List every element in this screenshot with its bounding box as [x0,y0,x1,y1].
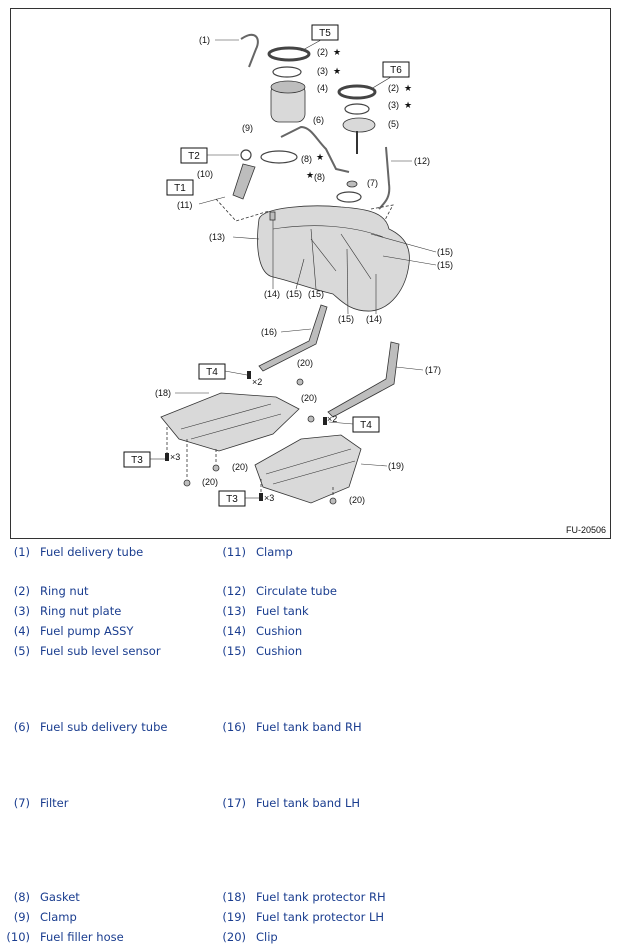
legend-item: (14)Cushion [222,624,303,638]
callout-15e: (15) [437,260,453,270]
torque-box-t4-left [198,363,226,380]
torque-label-t4-left: T4 [206,367,218,378]
callout-18: (18) [155,388,171,398]
callout-20a: (20) [297,358,313,368]
fuel-tank-protector-rh [160,392,300,452]
figure-id: FU-20506 [565,525,606,535]
callout-6: (6) [313,115,324,125]
callout-12: (12) [414,156,430,166]
star-3b: ★ [404,100,412,110]
fuel-tank-band-rh [258,304,328,372]
ring-nut-plate-t5 [272,66,302,78]
callout-1: (1) [199,35,210,45]
legend-item: (2)Ring nut [13,584,89,598]
callout-9: (9) [242,123,253,133]
legend-item: (8)Gasket [13,890,80,904]
legend-item: (7)Filter [13,796,69,810]
torque-box-t4-right [352,416,380,433]
legend-item: (20)Clip [222,930,278,944]
fuel-tank [257,205,410,312]
diagram-canvas: (1) T5 (2) ★ (3) ★ (4) T6 (2) ★ (3) ★ (5… [123,24,453,507]
callout-2a: (2) [317,47,328,57]
exploded-parts-diagram: (1) T5 (2) ★ (3) ★ (4) T6 (2) ★ (3) ★ (5… [10,8,611,539]
star-2a: ★ [333,47,341,57]
torque-box-t2 [180,147,208,164]
callout-15c: (15) [338,314,354,324]
legend-item: (9)Clamp [13,910,77,924]
star-8b: ★ [306,170,314,180]
torque-box-t5 [311,24,339,41]
torque-box-t6 [382,61,410,78]
torque-label-t5: T5 [319,28,331,39]
legend-item: (4)Fuel pump ASSY [13,624,134,638]
callout-5: (5) [388,119,399,129]
callout-15d: (15) [437,247,453,257]
legend-item: (17)Fuel tank band LH [222,796,361,810]
legend-item: (12)Circulate tube [222,584,337,598]
callout-3b: (3) [388,100,399,110]
callout-17: (17) [425,365,441,375]
callout-13: (13) [209,232,225,242]
torque-label-t3-left: T3 [131,455,143,466]
fuel-sub-level-sensor [342,117,376,133]
legend-item: (18)Fuel tank protector RH [222,890,386,904]
callout-20b: (20) [301,393,317,403]
callout-15b: (15) [308,289,324,299]
legend-item: (19)Fuel tank protector LH [222,910,385,924]
legend-item: (11)Clamp [222,545,293,559]
ring-nut-t6 [337,84,377,100]
callout-14a: (14) [264,289,280,299]
torque-label-t3-right: T3 [226,494,238,505]
qty-x3a: ×3 [170,452,180,462]
legend-item: (3)Ring nut plate [13,604,122,618]
callout-2b: (2) [388,83,399,93]
callout-14b: (14) [366,314,382,324]
legend-item: (5)Fuel sub level sensor [13,644,161,658]
torque-label-t1: T1 [174,183,186,194]
legend-item: (1)Fuel delivery tube [13,545,144,559]
torque-box-t3-right [218,490,246,507]
clamp-9 [240,149,252,161]
star-2b: ★ [404,83,412,93]
callout-20d: (20) [202,477,218,487]
ring-nut-t5 [267,46,311,62]
qty-x2a: ×2 [252,377,262,387]
gasket-b [336,191,362,203]
legend-item: (10)Fuel filler hose [6,930,124,944]
callout-20c: (20) [232,462,248,472]
legend-item: (13)Fuel tank [222,604,309,618]
callout-3a: (3) [317,66,328,76]
torque-label-t2: T2 [188,151,200,162]
callout-8b: (8) [314,172,325,182]
torque-label-t6: T6 [390,65,402,76]
fuel-sub-delivery-tube [280,125,350,173]
qty-x2b: ×2 [327,414,337,424]
star-3a: ★ [333,66,341,76]
torque-label-t4-right: T4 [360,420,372,431]
callout-7: (7) [367,178,378,188]
torque-box-t1 [166,179,194,196]
fuel-delivery-tube [240,33,259,68]
legend-item: (6)Fuel sub delivery tube [13,720,168,734]
callout-20e: (20) [349,495,365,505]
callout-15a: (15) [286,289,302,299]
callout-16: (16) [261,327,277,337]
filter [346,180,358,188]
qty-x3b: ×3 [264,493,274,503]
gasket-a [260,150,298,164]
fuel-tank-band-lh [327,341,400,418]
callout-11: (11) [177,200,192,210]
callout-19: (19) [388,461,404,471]
circulate-tube [378,146,391,210]
fuel-tank-protector-lh [254,434,362,504]
callout-8a: (8) [301,154,312,164]
legend-item: (15)Cushion [222,644,303,658]
ring-nut-plate-t6 [344,103,370,115]
fuel-filler-hose [232,163,256,200]
torque-box-t3-left [123,451,151,468]
callout-10: (10) [197,169,213,179]
star-8a: ★ [316,152,324,162]
legend-item: (16)Fuel tank band RH [222,720,362,734]
callout-4: (4) [317,83,328,93]
